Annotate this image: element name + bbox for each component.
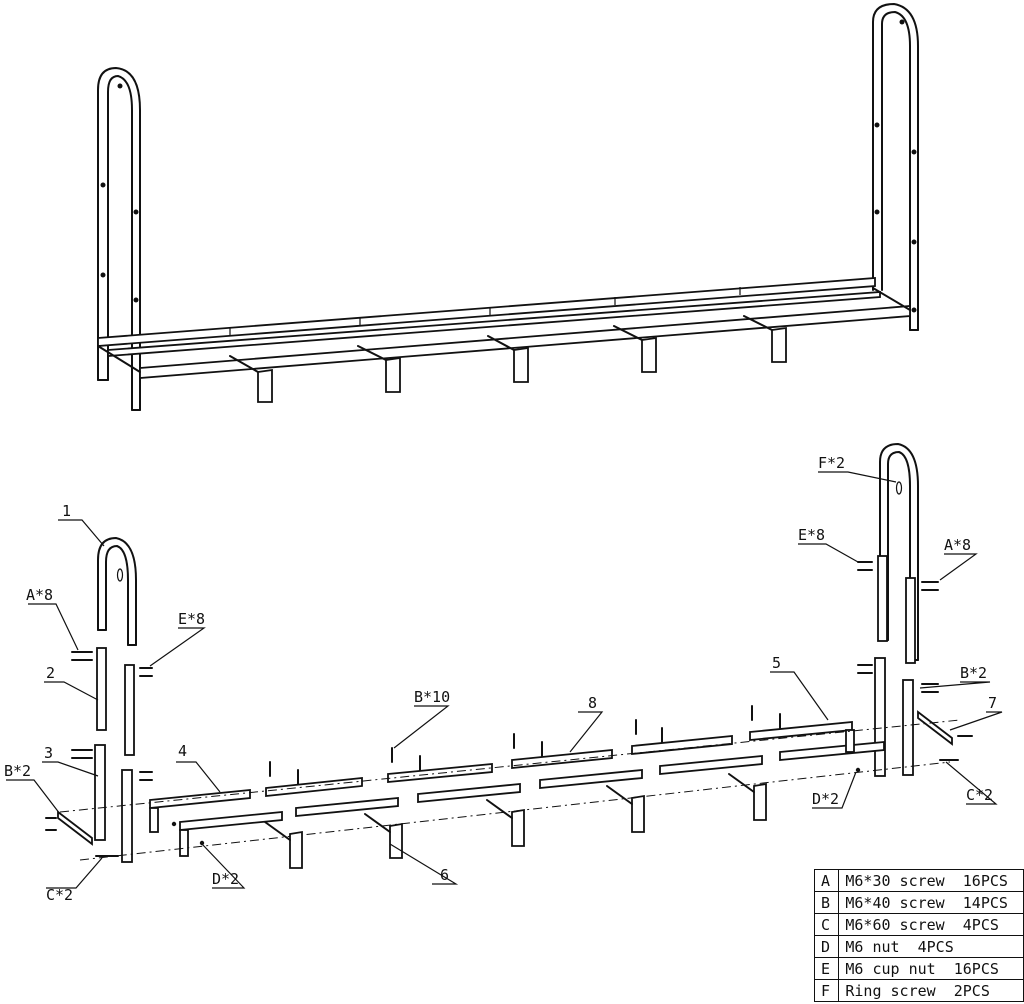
assembled-legs <box>229 315 787 403</box>
part-code: F <box>813 979 840 1002</box>
table-row: D M6 nut 4PCS <box>813 935 1024 958</box>
callout-part-3: 3 <box>44 744 53 762</box>
parts-list-table: A M6*30 screw 16PCS B M6*40 screw 14PCS … <box>813 869 1024 1002</box>
callout-b-left: B*2 <box>4 762 31 780</box>
part-code: C <box>813 913 840 936</box>
part-description: M6*40 screw 14PCS <box>838 891 1024 914</box>
table-row: B M6*40 screw 14PCS <box>813 891 1024 914</box>
callout-part-4: 4 <box>178 742 187 760</box>
leader-lines <box>6 471 1003 889</box>
part-code: E <box>813 957 840 980</box>
part-code: A <box>813 869 840 892</box>
part-description: Ring screw 2PCS <box>838 979 1024 1002</box>
callout-d-left: D*2 <box>212 870 239 888</box>
vertical-screws <box>269 705 781 785</box>
callout-a-right: A*8 <box>944 536 971 554</box>
assembled-right-hoop <box>872 3 919 331</box>
callout-part-5: 5 <box>772 654 781 672</box>
callout-e-left: E*8 <box>178 610 205 628</box>
part-description: M6*30 screw 16PCS <box>838 869 1024 892</box>
table-row: E M6 cup nut 16PCS <box>813 957 1024 980</box>
part-code: D <box>813 935 840 958</box>
part-description: M6 nut 4PCS <box>838 935 1024 958</box>
callout-part-6: 6 <box>440 866 449 884</box>
callout-part-7: 7 <box>988 694 997 712</box>
exploded-rails <box>59 719 961 861</box>
assembled-rails <box>97 277 911 379</box>
callout-f-top: F*2 <box>818 454 845 472</box>
callout-b-top: B*10 <box>414 688 450 706</box>
callout-b-right: B*2 <box>960 664 987 682</box>
part-description: M6 cup nut 16PCS <box>838 957 1024 980</box>
assembled-rack <box>97 3 919 411</box>
right-hoop-exploded <box>857 443 973 777</box>
part-code: B <box>813 891 840 914</box>
table-row: C M6*60 screw 4PCS <box>813 913 1024 936</box>
callout-d-right: D*2 <box>812 790 839 808</box>
table-row: A M6*30 screw 16PCS <box>813 869 1024 892</box>
left-hoop-exploded <box>45 537 153 863</box>
exploded-view <box>45 443 973 869</box>
table-row: F Ring screw 2PCS <box>813 979 1024 1002</box>
callout-c-right: C*2 <box>966 786 993 804</box>
callout-c-left: C*2 <box>46 886 73 904</box>
callout-e-right: E*8 <box>798 526 825 544</box>
assembled-left-hoop <box>97 67 141 411</box>
exploded-legs <box>264 773 767 869</box>
part-description: M6*60 screw 4PCS <box>838 913 1024 936</box>
callout-part-2: 2 <box>46 664 55 682</box>
callout-part-1: 1 <box>62 502 71 520</box>
callout-labels: 1 A*8 E*8 2 3 B*2 C*2 4 D*2 B*10 8 6 5 F… <box>4 454 997 904</box>
callout-a-left: A*8 <box>26 586 53 604</box>
callout-part-8: 8 <box>588 694 597 712</box>
